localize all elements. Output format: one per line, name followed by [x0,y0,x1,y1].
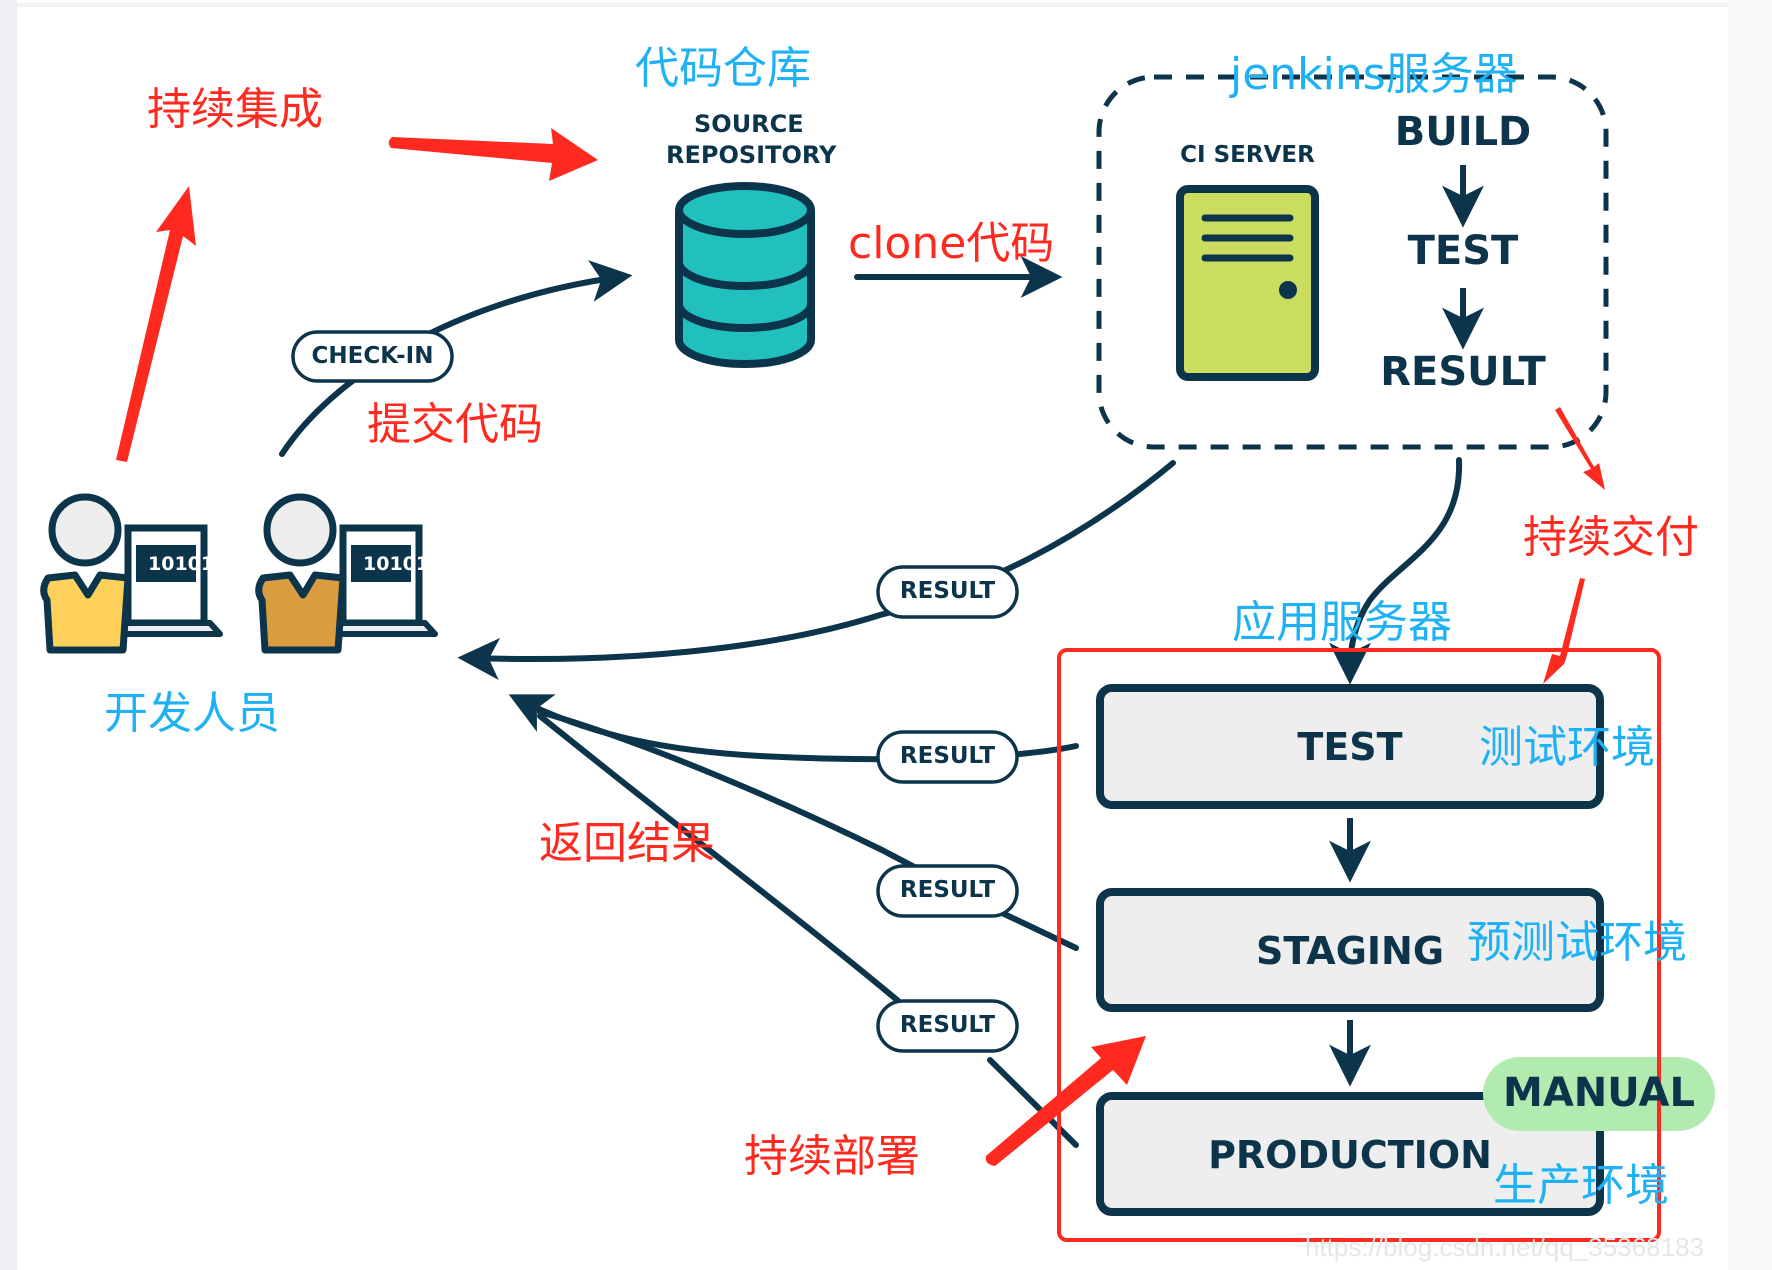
checkin-label: CHECK-IN [311,343,434,369]
jenkins-server-boundary [1096,74,1609,450]
production-env-box [1096,1092,1604,1216]
source-repo-label-line2: REPOSITORY [666,141,837,169]
manual-badge: MANUAL [1503,1070,1695,1116]
env-test-label: TEST [1297,725,1403,769]
red-arrow-deployment [985,1036,1146,1166]
result-pill-3-bg [876,864,1019,918]
red-arrow-delivery-bottom [1543,578,1585,684]
ci-server-icon [1176,185,1319,381]
result-label-test: RESULT [899,743,996,769]
annotation-code-repository: 代码仓库 [635,43,811,94]
annotation-clone-code: clone代码 [848,218,1055,269]
annotation-developers: 开发人员 [104,688,280,739]
checkin-pill-bg [291,330,454,383]
red-arrow-delivery-top [1555,407,1605,490]
result-label-ci: RESULT [899,578,996,604]
annotation-continuous-delivery: 持续交付 [1523,512,1699,563]
result-pill-4-bg [876,999,1019,1053]
annotation-test-env: 测试环境 [1479,722,1655,773]
ci-step-result: RESULT [1380,349,1546,395]
annotation-app-server: 应用服务器 [1232,597,1452,648]
env-production-label: PRODUCTION [1208,1133,1492,1177]
app-server-highlight-box [1057,648,1661,1242]
annotation-commit-code: 提交代码 [367,399,543,450]
test-env-box [1096,684,1604,809]
result-pill-2-bg [876,730,1019,784]
left-gutter [0,0,17,1270]
annotation-staging-env: 预测试环境 [1467,917,1687,968]
annotation-continuous-integration: 持续集成 [147,84,323,135]
staging-env-box [1096,888,1604,1012]
annotation-return-results: 返回结果 [539,818,715,869]
source-repo-label-line1: SOURCE [694,110,804,138]
ci-step-build: BUILD [1394,109,1532,155]
ci-result-arrow [457,460,1176,680]
result-label-staging: RESULT [899,877,996,903]
result-pill-1-bg [876,565,1019,619]
annotation-continuous-deployment: 持续部署 [744,1131,920,1182]
annotation-jenkins-server: jenkins服务器 [1230,49,1518,100]
developer-2-icon [255,493,438,654]
ci-server-label: CI SERVER [1180,142,1315,168]
result-label-production: RESULT [899,1012,996,1038]
developer-1-icon [40,493,223,654]
annotation-production-env: 生产环境 [1493,1160,1669,1211]
database-icon [675,182,815,368]
staging-result-arrow [537,709,1079,951]
watermark: https://blog.csdn.net/qq_35368183 [1305,1232,1704,1262]
red-arrow-right [388,128,598,181]
developer-2-screen-text: 10101 [363,553,430,575]
ci-step-test: TEST [1407,228,1519,274]
red-arrow-up [116,186,196,462]
env-staging-label: STAGING [1255,929,1445,973]
right-gutter [1728,0,1772,1270]
developer-1-screen-text: 10101 [148,553,215,575]
top-border [17,3,1728,7]
production-result-arrow [537,713,1079,1148]
